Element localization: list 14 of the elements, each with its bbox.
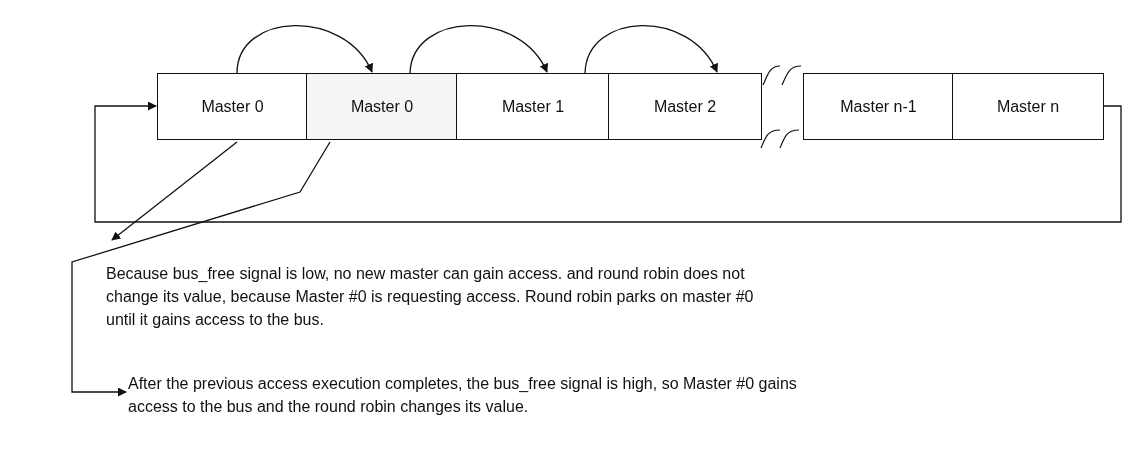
curved-arrow [409, 25, 548, 74]
note-text: After the previous access execution completes, the bus_free signal is high, so Master #0 gains access to the bus and the round robin changes its value. [128, 372, 808, 422]
curved-arrow [236, 25, 373, 74]
note-text: Because bus_free signal is low, no new master can gain access. and round robin does not change its value, because Master #0 is requesting access. Round robin parks on master #0 until it gains access to the bus. [106, 262, 756, 334]
feedback-arrow [94, 101, 1122, 223]
master-cell: Master n-1 [803, 73, 954, 140]
master-cell: Master 2 [608, 73, 762, 140]
leader-arrow [111, 141, 238, 241]
master-cell: Master 0 [306, 73, 458, 140]
master-cell: Master 0 [157, 73, 308, 140]
master-cell: Master 1 [456, 73, 610, 140]
leader-arrow [71, 141, 331, 397]
master-cell: Master n [952, 73, 1104, 140]
curved-arrow [584, 25, 718, 74]
